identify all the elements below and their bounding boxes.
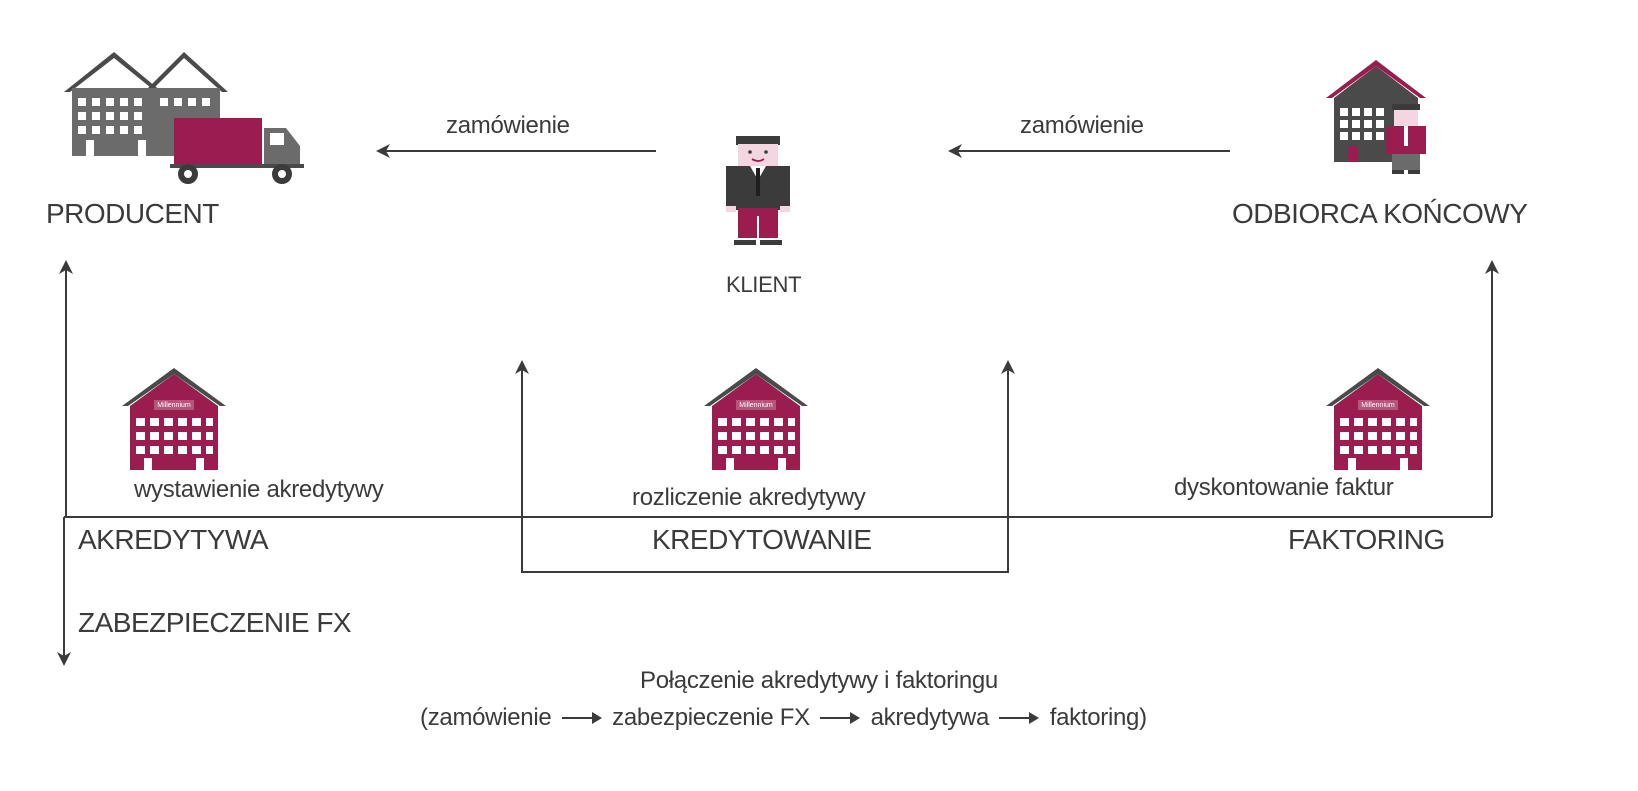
bank-building-icon — [704, 368, 808, 470]
bank-action-right: dyskontowanie faktur — [1174, 474, 1394, 501]
bank-sign: Millennium — [157, 402, 191, 409]
node-label-klient: KLIENT — [726, 272, 802, 297]
bank-sign: Millennium — [1361, 402, 1395, 409]
bank-action-left: wystawienie akredytywy — [134, 476, 384, 503]
footer-step: akredytywa — [870, 703, 990, 731]
bank-action-center: rozliczenie akredytywy — [632, 484, 866, 511]
node-label-producent: PRODUCENT — [46, 198, 219, 229]
product-akredytywa: AKREDYTYWA — [78, 524, 269, 555]
arrow-right-icon — [999, 711, 1040, 725]
footer-step: zabezpieczenie FX — [612, 703, 810, 731]
product-zabezpieczenie: ZABEZPIECZENIE FX — [78, 607, 352, 638]
footer-step: (zamówienie — [420, 703, 552, 731]
product-faktoring: FAKTORING — [1288, 524, 1445, 555]
factory-with-truck-icon — [64, 52, 304, 184]
kredytowanie-bracket — [521, 362, 1009, 573]
arrow-right-icon — [820, 711, 861, 725]
footer-step: faktoring) — [1049, 703, 1147, 731]
order-label-right: zamówienie — [1020, 112, 1144, 139]
footer-sequence: (zamówienie zabezpieczenie FX akredytywa… — [420, 703, 1147, 732]
arrow-right-icon — [561, 711, 602, 725]
footer-title: Połączenie akredytywy i faktoringu — [640, 667, 998, 694]
bank-sign: Millennium — [739, 402, 773, 409]
bank-building-icon — [1326, 368, 1430, 470]
businessman-icon — [726, 136, 790, 245]
node-label-odbiorca: ODBIORCA KOŃCOWY — [1232, 198, 1528, 229]
order-label-left: zamówienie — [446, 112, 570, 139]
product-kredytowanie: KREDYTOWANIE — [652, 524, 872, 555]
bank-building-icon — [122, 368, 226, 470]
house-with-person-icon — [1326, 60, 1426, 174]
